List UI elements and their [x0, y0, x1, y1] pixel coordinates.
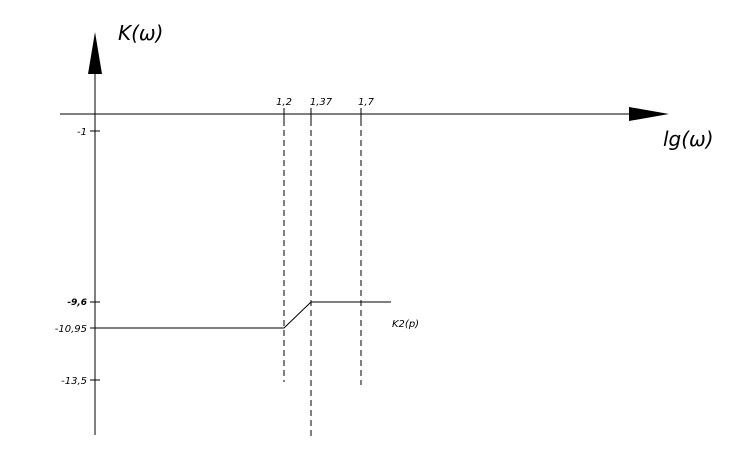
y-label-minus-10-95: -10,95	[55, 324, 87, 335]
curve-k2	[95, 301, 391, 329]
x-label-1-2: 1,2	[276, 97, 292, 108]
y-label-minus-13-5: -13,5	[61, 376, 87, 387]
x-label-1-7: 1,7	[358, 97, 375, 108]
x-axis-label: lg(ω)	[663, 127, 714, 151]
y-label-minus-9-6: -9,6	[67, 298, 87, 308]
y-label-minus-1: -1	[77, 127, 87, 138]
y-axis-arrowhead	[88, 32, 102, 74]
x-axis-arrowhead	[629, 107, 669, 121]
curve-k2-label: K2(p)	[392, 319, 419, 330]
y-axis-label: K(ω)	[118, 21, 163, 45]
x-label-1-37: 1,37	[310, 97, 333, 108]
